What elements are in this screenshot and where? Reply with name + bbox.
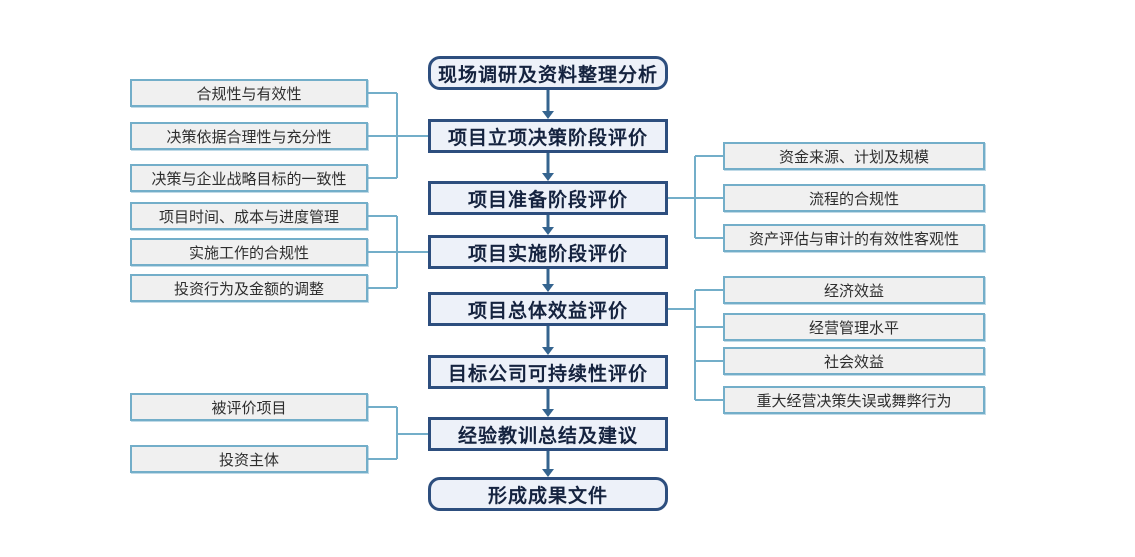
left-item-implementation-compliance: 实施工作的合规性: [130, 238, 368, 266]
flow-arrow-3: [542, 215, 554, 235]
left-group3-connector: [368, 406, 428, 460]
left-item-compliance-effectiveness: 合规性与有效性: [130, 79, 368, 107]
flow-arrow-4: [542, 269, 554, 292]
flow-step-sustainability-eval: 目标公司可持续性评价: [428, 355, 668, 389]
flow-arrow-7: [542, 451, 554, 477]
right-item-management-level: 经营管理水平: [723, 313, 985, 341]
flow-step-implementation-eval: 项目实施阶段评价: [428, 235, 668, 269]
flow-step-preparation-eval: 项目准备阶段评价: [428, 181, 668, 215]
flow-arrow-5: [542, 326, 554, 355]
left-item-strategy-consistency: 决策与企业战略目标的一致性: [130, 164, 368, 192]
right-item-economic-benefit: 经济效益: [723, 276, 985, 304]
flow-arrow-2: [542, 153, 554, 181]
left-item-investment-adjustment: 投资行为及金额的调整: [130, 274, 368, 302]
left-item-evaluated-project: 被评价项目: [130, 393, 368, 421]
flow-step-site-research: 现场调研及资料整理分析: [428, 56, 668, 90]
right-item-asset-appraisal-audit: 资产评估与审计的有效性客观性: [723, 224, 985, 252]
flow-step-lessons-summary: 经验教训总结及建议: [428, 417, 668, 451]
right-item-process-compliance: 流程的合规性: [723, 184, 985, 212]
flow-arrow-6: [542, 389, 554, 417]
left-group2-connector: [368, 215, 428, 289]
right-item-funding-source: 资金来源、计划及规模: [723, 142, 985, 170]
right-group2-connector: [668, 289, 723, 401]
left-item-decision-basis: 决策依据合理性与充分性: [130, 122, 368, 150]
flow-step-final-deliverable: 形成成果文件: [428, 477, 668, 511]
flow-step-initiation-decision-eval: 项目立项决策阶段评价: [428, 119, 668, 153]
flow-step-overall-benefit-eval: 项目总体效益评价: [428, 292, 668, 326]
left-item-investment-entity: 投资主体: [130, 445, 368, 473]
left-item-time-cost-progress: 项目时间、成本与进度管理: [130, 202, 368, 230]
right-item-major-decision-fraud: 重大经营决策失误或舞弊行为: [723, 386, 985, 414]
right-group1-connector: [668, 155, 723, 239]
left-group1-connector: [368, 92, 428, 179]
right-item-social-benefit: 社会效益: [723, 347, 985, 375]
flow-arrow-1: [542, 90, 554, 119]
